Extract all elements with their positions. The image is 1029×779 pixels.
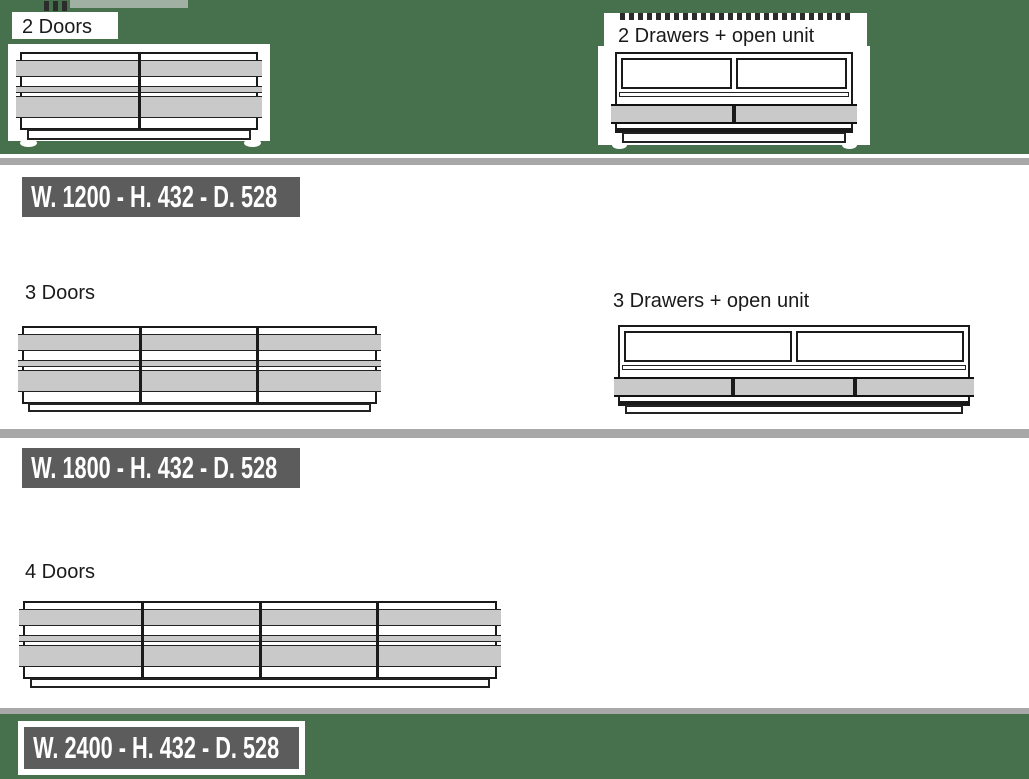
open-compartments bbox=[624, 331, 964, 362]
plinth bbox=[27, 129, 251, 140]
dimension-text: W. 1200 - H. 432 - D. 528 bbox=[31, 179, 278, 214]
plinth bbox=[30, 678, 490, 688]
drawing-backdrop-fragment bbox=[20, 139, 37, 147]
dimension-text: W. 2400 - H. 432 - D. 528 bbox=[33, 730, 280, 765]
cabinet-drawing-3-drawers-open-unit bbox=[614, 325, 974, 406]
section-title-text: 2 Doors bbox=[22, 16, 93, 38]
door-divider bbox=[141, 602, 144, 678]
drawer bbox=[857, 379, 974, 395]
section-title-text: 2 Drawers + open unit bbox=[618, 25, 815, 47]
dimension-label-w1200: W. 1200 - H. 432 - D. 528 bbox=[22, 177, 300, 217]
clipped-text-artifact bbox=[70, 0, 188, 8]
drawer bbox=[614, 379, 736, 395]
cabinet-drawing-2-drawers-open-unit bbox=[611, 52, 857, 133]
open-compartment bbox=[621, 58, 732, 89]
section-title-4-doors: 4 Doors bbox=[25, 560, 95, 585]
door-slats bbox=[18, 328, 381, 402]
plinth bbox=[28, 403, 371, 412]
drawer-fronts bbox=[611, 104, 857, 124]
drawer bbox=[735, 379, 857, 395]
section-title-3-drawers-open-unit: 3 Drawers + open unit bbox=[613, 289, 809, 314]
open-compartments bbox=[621, 58, 847, 89]
drawer bbox=[736, 106, 857, 122]
plinth bbox=[622, 132, 846, 143]
section-divider-bar bbox=[0, 708, 1029, 714]
dimension-text: W. 1800 - H. 432 - D. 528 bbox=[31, 450, 278, 485]
shelf-edge bbox=[622, 365, 966, 370]
door-divider bbox=[376, 602, 379, 678]
drawing-backdrop-fragment bbox=[842, 141, 857, 149]
section-title-3-doors: 3 Doors bbox=[25, 281, 95, 306]
open-compartment bbox=[796, 331, 964, 362]
drawer bbox=[611, 106, 736, 122]
dimension-label-w2400: W. 2400 - H. 432 - D. 528 bbox=[18, 721, 305, 775]
cabinet-drawing-2-doors bbox=[16, 52, 262, 130]
drawing-backdrop-fragment bbox=[244, 139, 261, 147]
drawing-backdrop-fragment bbox=[612, 141, 627, 149]
door-divider bbox=[139, 327, 143, 403]
open-compartment bbox=[624, 331, 792, 362]
clipped-text-artifact bbox=[620, 13, 852, 20]
dimension-label-w1800: W. 1800 - H. 432 - D. 528 bbox=[22, 448, 300, 488]
open-compartment bbox=[736, 58, 847, 89]
clipped-text-artifact bbox=[44, 1, 70, 11]
shelf-edge bbox=[619, 92, 849, 97]
cabinet-drawing-4-doors bbox=[19, 601, 501, 679]
drawer-fronts bbox=[614, 377, 974, 397]
section-title-2-doors: 2 Doors bbox=[12, 12, 118, 39]
section-divider-bar bbox=[0, 158, 1029, 165]
door-divider bbox=[137, 53, 141, 129]
section-divider-bar bbox=[0, 429, 1029, 438]
section-title-text: 4 Doors bbox=[25, 561, 96, 583]
plinth bbox=[625, 405, 963, 414]
door-divider bbox=[256, 327, 260, 403]
section-title-text: 3 Doors bbox=[25, 282, 96, 304]
section-title-text: 3 Drawers + open unit bbox=[613, 290, 810, 312]
door-divider bbox=[258, 602, 262, 678]
cabinet-drawing-3-doors bbox=[18, 326, 381, 404]
